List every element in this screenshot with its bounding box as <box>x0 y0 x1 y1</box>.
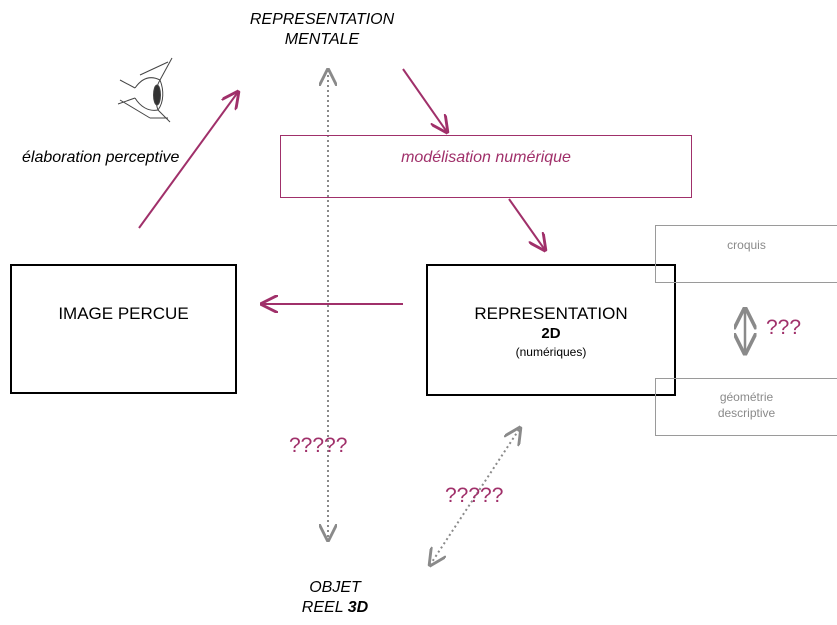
representation-2d-line1: REPRESENTATION <box>474 304 628 323</box>
objet-reel-label: OBJET REEL 3D <box>260 578 410 618</box>
arrow-elaboration <box>138 92 238 229</box>
modelisation-box: modélisation numérique <box>280 135 692 198</box>
arrow-modelisation-to-2d <box>508 198 545 250</box>
question-vertical-label: ????? <box>289 434 348 457</box>
representation-mentale-label: REPRESENTATION MENTALE <box>222 10 422 50</box>
eye-icon <box>117 57 173 123</box>
question-diagonal-label: ????? <box>445 484 504 507</box>
objet-line2-prefix: REEL <box>301 599 348 616</box>
elaboration-label: élaboration perceptive <box>22 149 180 166</box>
objet-line2: REEL 3D <box>260 598 410 618</box>
objet-line1: OBJET <box>309 579 361 596</box>
geometrie-box: géométrie descriptive <box>655 378 837 436</box>
geometrie-line2: descriptive <box>717 406 776 420</box>
representation-2d-box: REPRESENTATION 2D (numériques) <box>426 264 676 396</box>
croquis-label: croquis <box>727 238 766 252</box>
geometrie-line1: géométrie <box>719 390 774 404</box>
representation-2d-line2: 2D <box>541 325 561 342</box>
objet-line2-bold: 3D <box>347 599 369 616</box>
image-percue-box: IMAGE PERCUE <box>10 264 237 394</box>
question-small-label: ??? <box>766 316 802 339</box>
image-percue-label: IMAGE PERCUE <box>58 304 189 323</box>
modelisation-label: modélisation numérique <box>401 149 571 166</box>
representation-mentale-line1: REPRESENTATION <box>249 11 395 28</box>
arrow-mentale-to-modelisation <box>402 68 447 132</box>
dotted-arrow-diagonal <box>430 428 520 565</box>
representation-2d-line3: (numériques) <box>515 345 587 359</box>
croquis-box: croquis <box>655 225 837 283</box>
representation-mentale-line2: MENTALE <box>284 31 360 48</box>
